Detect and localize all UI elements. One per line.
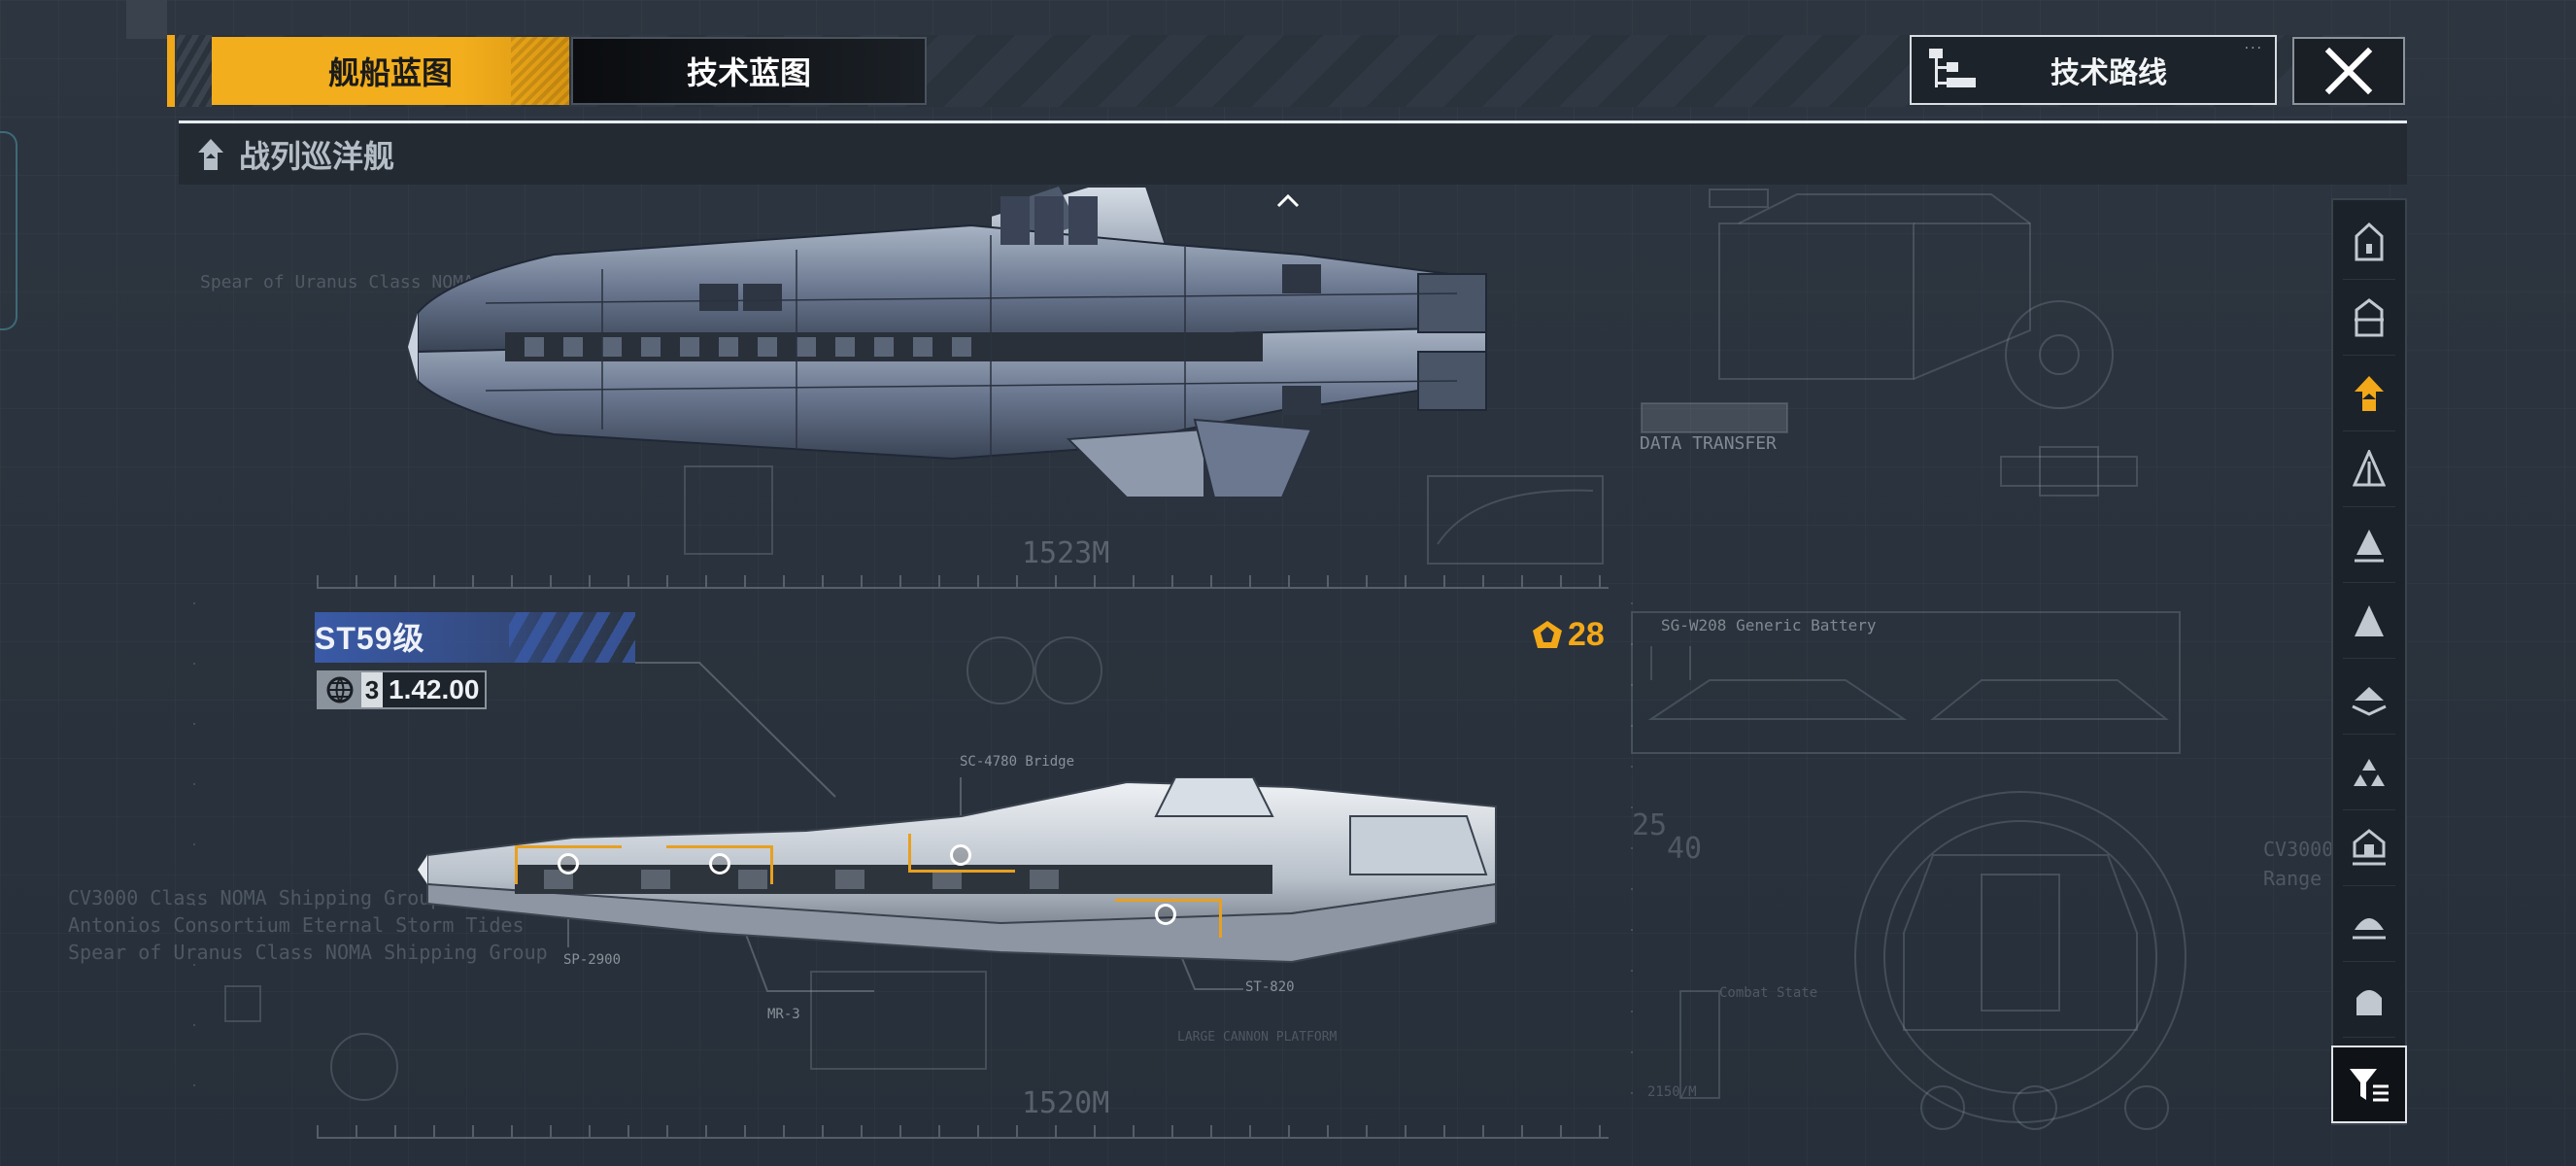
close-button[interactable] — [2292, 37, 2405, 105]
tech-route-button[interactable]: 技术路线 ··· — [1910, 35, 2277, 105]
tech-tree-icon — [1929, 49, 1982, 91]
sidebar-item-special[interactable] — [2333, 962, 2405, 1038]
sidebar-item-cruiser[interactable] — [2333, 431, 2405, 507]
tech-route-label: 技术路线 — [2051, 56, 2167, 90]
data-transfer-label: DATA TRANSFER — [1640, 433, 1777, 454]
callout-label-sp: SP-2900 — [563, 952, 622, 968]
module-callout-4[interactable] — [1155, 904, 1176, 925]
combat-state-label: Combat State — [1719, 985, 1818, 1001]
category-bar: 战列巡洋舰 — [179, 124, 2407, 185]
cruiser-icon — [2353, 450, 2386, 487]
station-icon — [2353, 829, 2386, 866]
carrier-icon — [2355, 605, 2384, 636]
globe-icon — [319, 672, 361, 707]
callout-label-mr: MR-3 — [767, 1007, 800, 1022]
sidebar-item-battlecruiser[interactable] — [2333, 356, 2405, 431]
filter-button[interactable] — [2331, 1046, 2407, 1123]
tab-ship-blueprint[interactable]: 舰船蓝图 — [212, 37, 569, 105]
length-ruler-top — [317, 573, 1609, 589]
large-cannon-label: LARGE CANNON PLATFORM — [1177, 1030, 1338, 1045]
length-ruler-bottom — [317, 1123, 1609, 1139]
squadron-icon — [2354, 759, 2385, 786]
module-bracket-4 — [1115, 899, 1222, 938]
dots-icon: ··· — [2244, 41, 2263, 56]
category-title: 战列巡洋舰 — [239, 138, 395, 175]
close-icon — [2324, 47, 2373, 95]
auxiliary-icon — [2352, 687, 2387, 716]
sidebar-item-support[interactable] — [2333, 886, 2405, 962]
module-bracket-2 — [666, 845, 773, 884]
bg-num-2150: 2150/M — [1647, 1084, 1697, 1100]
corner-marker — [126, 0, 167, 39]
filter-icon — [2350, 1069, 2389, 1102]
bg-ship-name-4: Spear of Uranus Class NOMA Shipping Grou… — [68, 941, 548, 964]
sidebar-item-auxiliary[interactable] — [2333, 659, 2405, 735]
left-edge-handle[interactable] — [0, 131, 17, 330]
destroyer-icon — [2355, 298, 2384, 337]
sidebar-item-station[interactable] — [2333, 810, 2405, 886]
length-bottom-label: 1520M — [1022, 1086, 1110, 1120]
cost-emblem-icon — [1533, 620, 1562, 648]
sidebar-item-destroyer[interactable] — [2333, 280, 2405, 356]
sidebar-item-squadron[interactable] — [2333, 735, 2405, 810]
module-bracket-3 — [908, 834, 1015, 873]
battleship-icon — [2355, 530, 2384, 563]
length-top-label: 1523M — [1022, 536, 1110, 570]
tab-ship-blueprint-label: 舰船蓝图 — [327, 54, 453, 91]
frigate-icon — [2355, 223, 2384, 261]
bg-num-25: 25 — [1632, 808, 1668, 842]
tab-tech-blueprint[interactable]: 技术蓝图 — [571, 37, 927, 105]
tab-accent-bar — [167, 35, 175, 107]
ship-cost: 28 — [1531, 616, 1605, 654]
class-banner — [315, 612, 635, 663]
tab-stripes — [177, 35, 212, 107]
bg-right-text-1: CV3000 — [2263, 838, 2334, 861]
bg-num-40: 40 — [1667, 832, 1703, 866]
ship-top-view — [408, 187, 1487, 498]
callout-label-st: ST-820 — [1245, 979, 1295, 995]
callout-label-bridge: SC-4780 Bridge — [960, 754, 1075, 770]
battlecruiser-icon — [2355, 376, 2384, 411]
sidebar-item-carrier[interactable] — [2333, 583, 2405, 659]
module-callout-2[interactable] — [709, 853, 730, 874]
ship-class-name: ST59级 — [315, 621, 425, 656]
tab-tech-blueprint-label: 技术蓝图 — [686, 54, 811, 91]
bg-ship-name-3: Antonios Consortium Eternal Storm Tides — [68, 913, 525, 937]
category-divider — [179, 120, 2407, 123]
sidebar-item-battleship[interactable] — [2333, 507, 2405, 583]
module-bracket-1 — [515, 845, 622, 884]
module-callout-1[interactable] — [558, 853, 579, 874]
ship-type-sidebar — [2331, 198, 2407, 1125]
ship-stat-value: 1.42.00 — [389, 674, 480, 704]
module-callout-3[interactable] — [950, 844, 971, 866]
ship-cost-value: 28 — [1568, 616, 1605, 653]
battery-label: SG-W208 Generic Battery — [1661, 616, 1877, 634]
ship-stat-box: 3 1.42.00 — [317, 670, 488, 709]
sidebar-item-frigate[interactable] — [2333, 204, 2405, 280]
special-icon — [2356, 990, 2382, 1015]
battlecruiser-icon — [198, 139, 223, 170]
support-icon — [2353, 918, 2386, 940]
ship-stat-level: 3 — [361, 672, 383, 707]
